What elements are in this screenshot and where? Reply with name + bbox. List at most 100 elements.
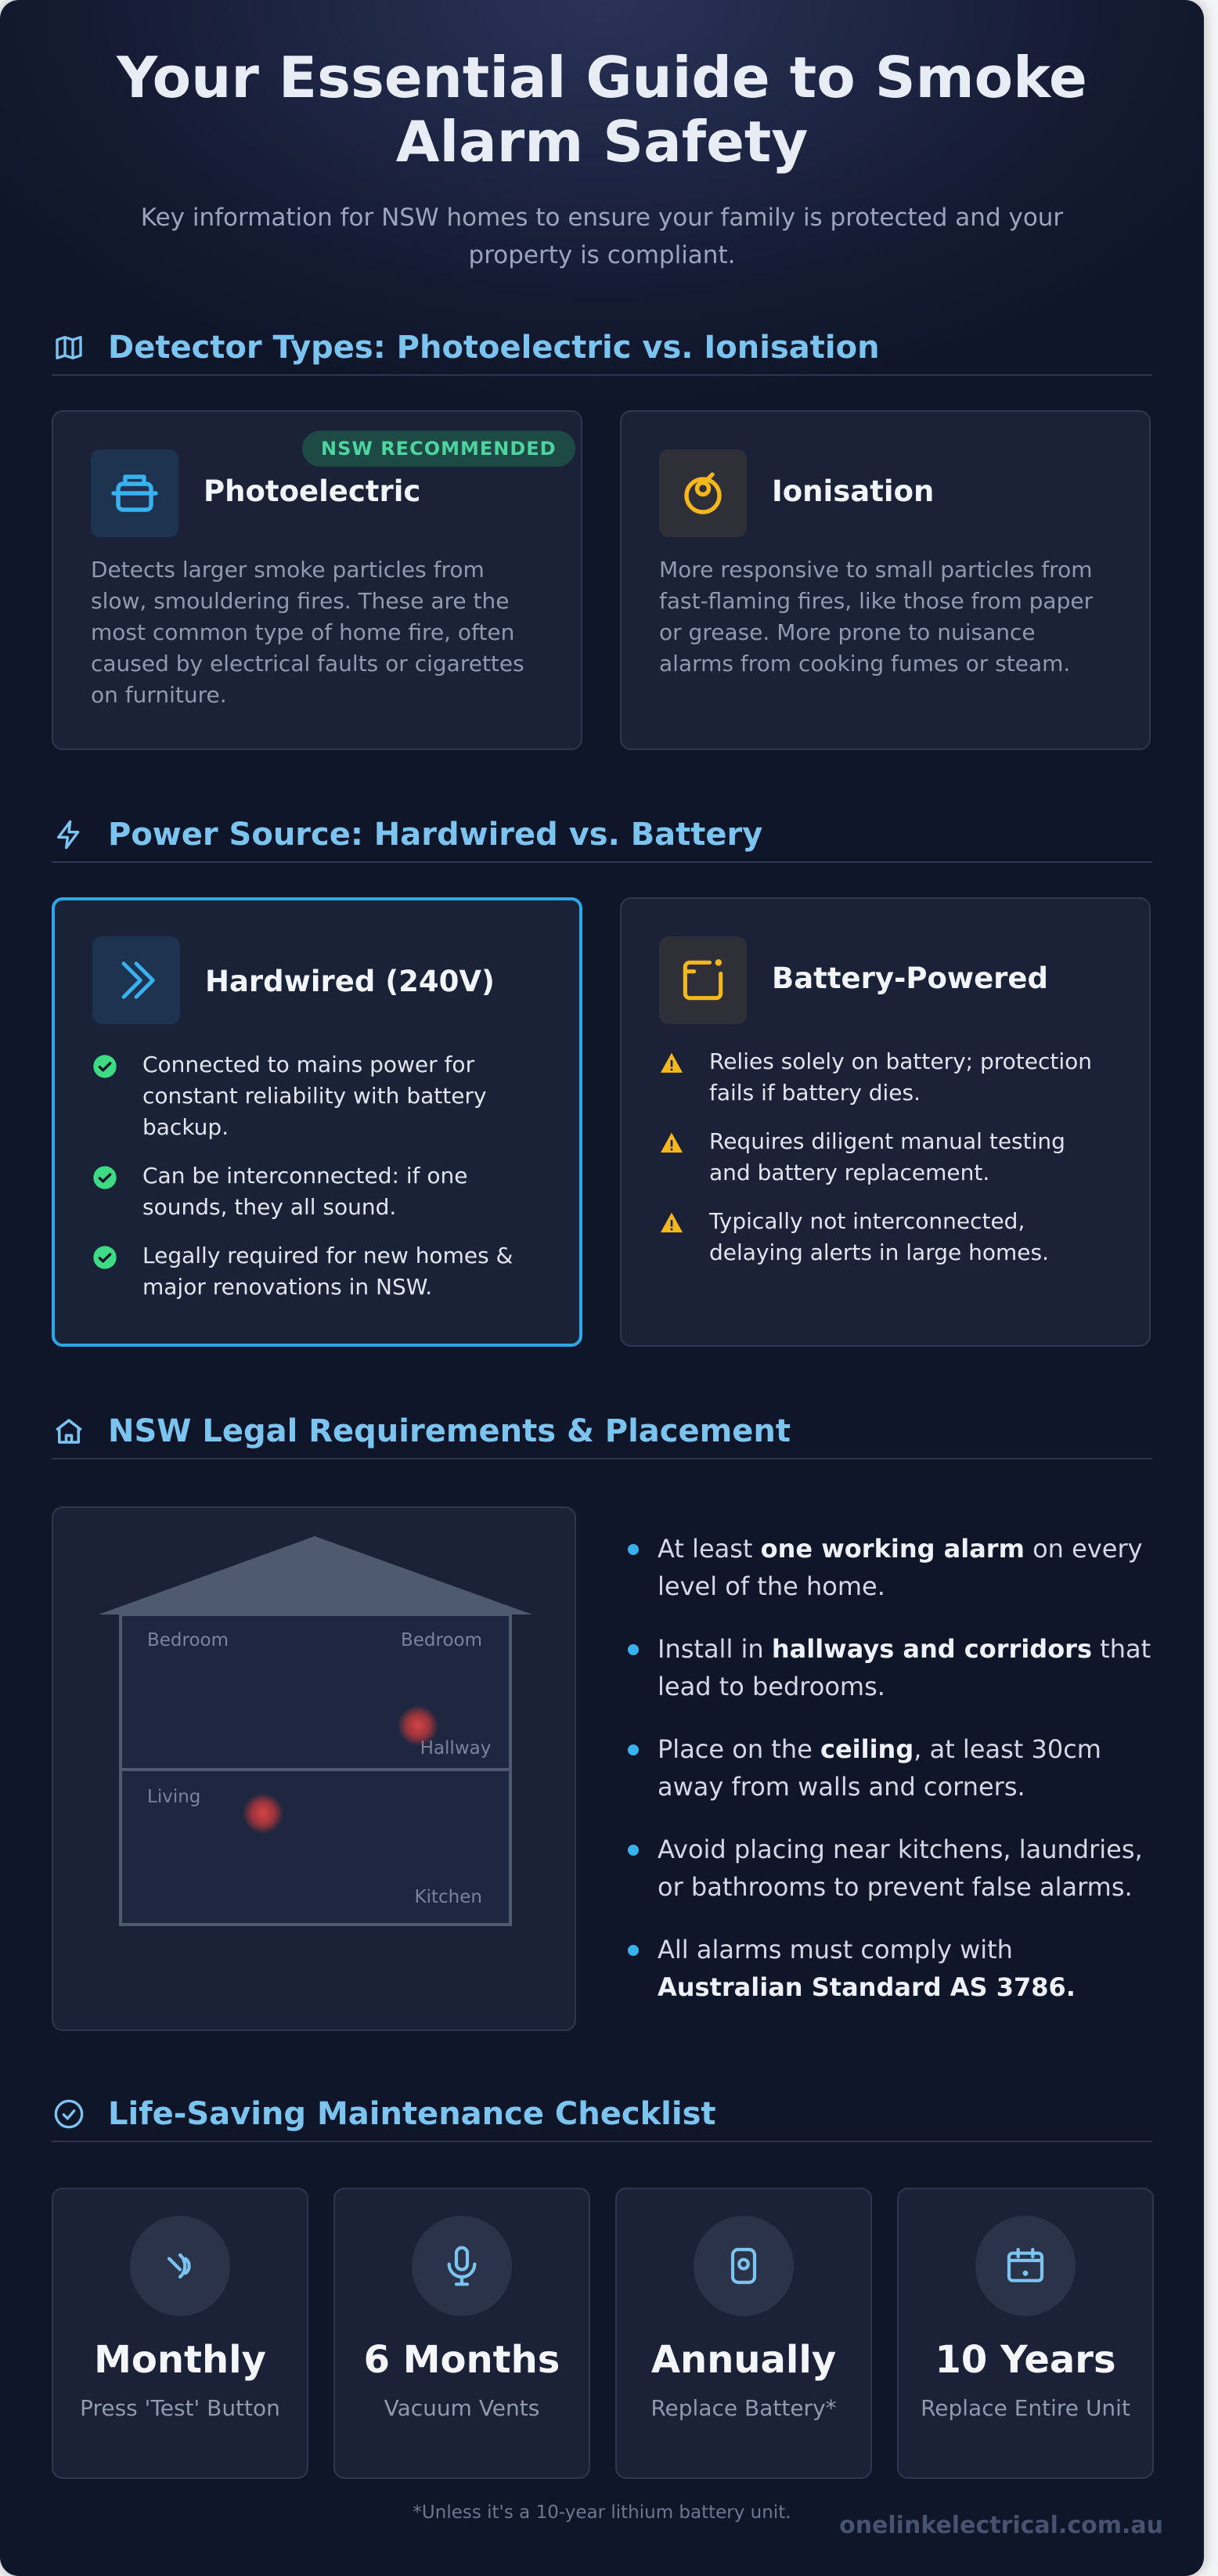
maintenance-task: Press 'Test' Button — [80, 2395, 280, 2421]
battery-card: Battery-Powered Relies solely on battery… — [620, 897, 1151, 1347]
req-bold: one working alarm — [760, 1534, 1025, 1564]
brand-url: onelinkelectrical.com.au — [839, 2512, 1163, 2539]
page-title: Your Essential Guide to Smoke Alarm Safe… — [0, 45, 1204, 174]
section-legal-requirements: NSW Legal Requirements & Placement — [52, 1405, 1152, 1459]
photoelectric-title: Photoelectric — [204, 474, 421, 508]
maintenance-card-10-years: 10 Years Replace Entire Unit — [897, 2188, 1154, 2479]
req-text: Avoid placing near kitchens, laundries, … — [658, 1835, 1143, 1902]
check-circle-icon — [93, 1166, 117, 1189]
item-line: backup. — [142, 1114, 229, 1140]
list-item: Legally required for new homes & major r… — [92, 1240, 562, 1303]
alarm-marker-hallway — [398, 1705, 438, 1746]
recommended-badge: NSW RECOMMENDED — [302, 431, 575, 467]
subtitle-line-1: Key information for NSW homes to ensure … — [140, 204, 1064, 232]
photoelectric-description: Detects larger smoke particles from slow… — [91, 554, 560, 711]
req-bold: hallways and corridors — [771, 1634, 1092, 1664]
req-bold: ceiling — [820, 1734, 914, 1764]
hardwired-card: Hardwired (240V) Connected to mains powe… — [52, 897, 582, 1347]
maintenance-card-monthly: Monthly Press 'Test' Button — [52, 2188, 308, 2479]
req-text: , at least 30cm away from walls and corn… — [658, 1734, 1101, 1802]
section-maintenance: Life-Saving Maintenance Checklist — [52, 2087, 1152, 2142]
item-line: delaying alerts in large homes. — [709, 1239, 1049, 1265]
desc-line: caused by electrical faults or cigarette… — [91, 651, 524, 676]
vacuum-icon — [412, 2216, 512, 2316]
desc-line: alarms from cooking fumes or steam. — [659, 651, 1071, 676]
requirement-item: All alarms must comply with Australian S… — [626, 1931, 1159, 2006]
section-detector-types: Detector Types: Photoelectric vs. Ionisa… — [52, 321, 1152, 376]
map-icon — [52, 330, 86, 365]
item-line: Typically not interconnected, — [709, 1208, 1025, 1234]
list-item: Connected to mains power for constant re… — [92, 1049, 562, 1143]
item-line: major renovations in NSW. — [142, 1274, 433, 1300]
check-circle-icon — [93, 1055, 117, 1078]
item-line: Can be interconnected: if one — [142, 1163, 468, 1189]
desc-line: Detects larger smoke particles from — [91, 557, 485, 583]
list-item: Requires diligent manual testing and bat… — [659, 1126, 1129, 1189]
room-label-hallway: Hallway — [420, 1738, 492, 1759]
title-line-1: Your Essential Guide to Smoke — [117, 45, 1087, 110]
maintenance-card-annually: Annually Replace Battery* — [615, 2188, 872, 2479]
ionisation-icon — [659, 449, 747, 537]
list-item: Relies solely on battery; protection fai… — [659, 1046, 1129, 1109]
warning-icon — [661, 1212, 683, 1232]
warning-icon — [661, 1132, 683, 1153]
house-roof — [99, 1536, 532, 1615]
hardwired-benefits: Connected to mains power for constant re… — [92, 1049, 562, 1320]
section-title: NSW Legal Requirements & Placement — [108, 1413, 791, 1449]
house-floor-plan: Bedroom Bedroom Hallway Living Kitchen — [99, 1536, 532, 1926]
title-line-2: Alarm Safety — [395, 109, 809, 175]
req-text: At least — [658, 1534, 761, 1564]
section-power-source: Power Source: Hardwired vs. Battery — [52, 808, 1152, 863]
check-circle-outline-icon — [52, 2097, 86, 2131]
req-bold: Australian Standard AS 3786. — [658, 1972, 1076, 2002]
room-label-bedroom-left: Bedroom — [147, 1630, 229, 1651]
item-line: fails if battery dies. — [709, 1080, 921, 1106]
req-text: All alarms must comply with — [658, 1935, 1013, 1964]
maintenance-period: Annually — [650, 2338, 837, 2382]
hardwired-title: Hardwired (240V) — [205, 965, 495, 998]
room-label-bedroom-right: Bedroom — [401, 1630, 482, 1651]
alarm-marker-living — [243, 1793, 283, 1834]
list-item: Can be interconnected: if one sounds, th… — [92, 1160, 562, 1223]
maintenance-card-6-months: 6 Months Vacuum Vents — [333, 2188, 590, 2479]
item-line: and battery replacement. — [709, 1160, 990, 1185]
maintenance-task: Replace Entire Unit — [921, 2395, 1130, 2421]
home-icon — [52, 1414, 86, 1449]
item-line: Requires diligent manual testing — [709, 1128, 1065, 1154]
maintenance-period: 10 Years — [935, 2338, 1116, 2382]
page-subtitle: Key information for NSW homes to ensure … — [117, 199, 1086, 274]
req-text: Install in — [658, 1634, 772, 1664]
calendar-icon — [975, 2216, 1076, 2316]
requirement-item: At least one working alarm on every leve… — [626, 1530, 1159, 1605]
maintenance-task: Replace Battery* — [650, 2395, 837, 2421]
requirement-item: Place on the ceiling, at least 30cm away… — [626, 1730, 1159, 1806]
lightning-icon — [52, 817, 86, 852]
battery-drawbacks: Relies solely on battery; protection fai… — [659, 1046, 1129, 1286]
desc-line: More responsive to small particles from — [659, 557, 1093, 583]
maintenance-period: 6 Months — [363, 2338, 560, 2382]
ionisation-title: Ionisation — [772, 474, 935, 508]
battery-icon — [694, 2216, 794, 2316]
chevrons-right-icon — [92, 936, 180, 1024]
battery-frame-icon — [659, 936, 747, 1024]
requirement-item: Install in hallways and corridors that l… — [626, 1630, 1159, 1705]
desc-line: or grease. More prone to nuisance — [659, 619, 1036, 645]
item-line: Relies solely on battery; protection — [709, 1048, 1093, 1074]
item-line: constant reliability with battery — [142, 1083, 487, 1109]
req-text: Place on the — [658, 1734, 820, 1764]
section-title: Power Source: Hardwired vs. Battery — [108, 817, 763, 853]
req-text: on every level of the home. — [658, 1534, 1143, 1601]
maintenance-task: Vacuum Vents — [384, 2395, 540, 2421]
room-label-kitchen: Kitchen — [415, 1887, 482, 1907]
battery-title: Battery-Powered — [772, 961, 1048, 995]
desc-line: most common type of home fire, often — [91, 619, 515, 645]
maintenance-period: Monthly — [94, 2338, 266, 2382]
photoelectric-icon — [91, 449, 178, 537]
footnote: *Unless it's a 10-year lithium battery u… — [413, 2502, 791, 2523]
req-text: that lead to bedrooms. — [658, 1634, 1151, 1701]
ionisation-description: More responsive to small particles from … — [659, 554, 1129, 680]
desc-line: on furniture. — [91, 682, 227, 708]
warning-icon — [661, 1052, 683, 1073]
ionisation-card: Ionisation More responsive to small part… — [620, 410, 1151, 750]
